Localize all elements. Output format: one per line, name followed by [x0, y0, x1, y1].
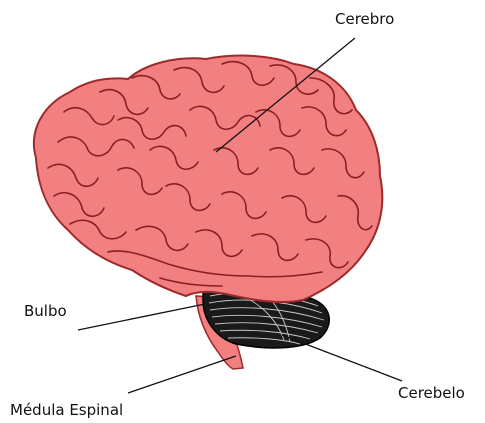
label-cerebro: Cerebro — [335, 12, 394, 27]
label-bulbo: Bulbo — [24, 304, 67, 319]
leader-line-medula — [128, 356, 236, 393]
cerebrum — [34, 56, 382, 302]
label-cerebelo: Cerebelo — [398, 386, 465, 401]
leader-line-bulbo — [78, 304, 205, 330]
label-medula-espinal: Médula Espinal — [10, 403, 123, 418]
leader-line-cerebelo — [282, 335, 402, 381]
